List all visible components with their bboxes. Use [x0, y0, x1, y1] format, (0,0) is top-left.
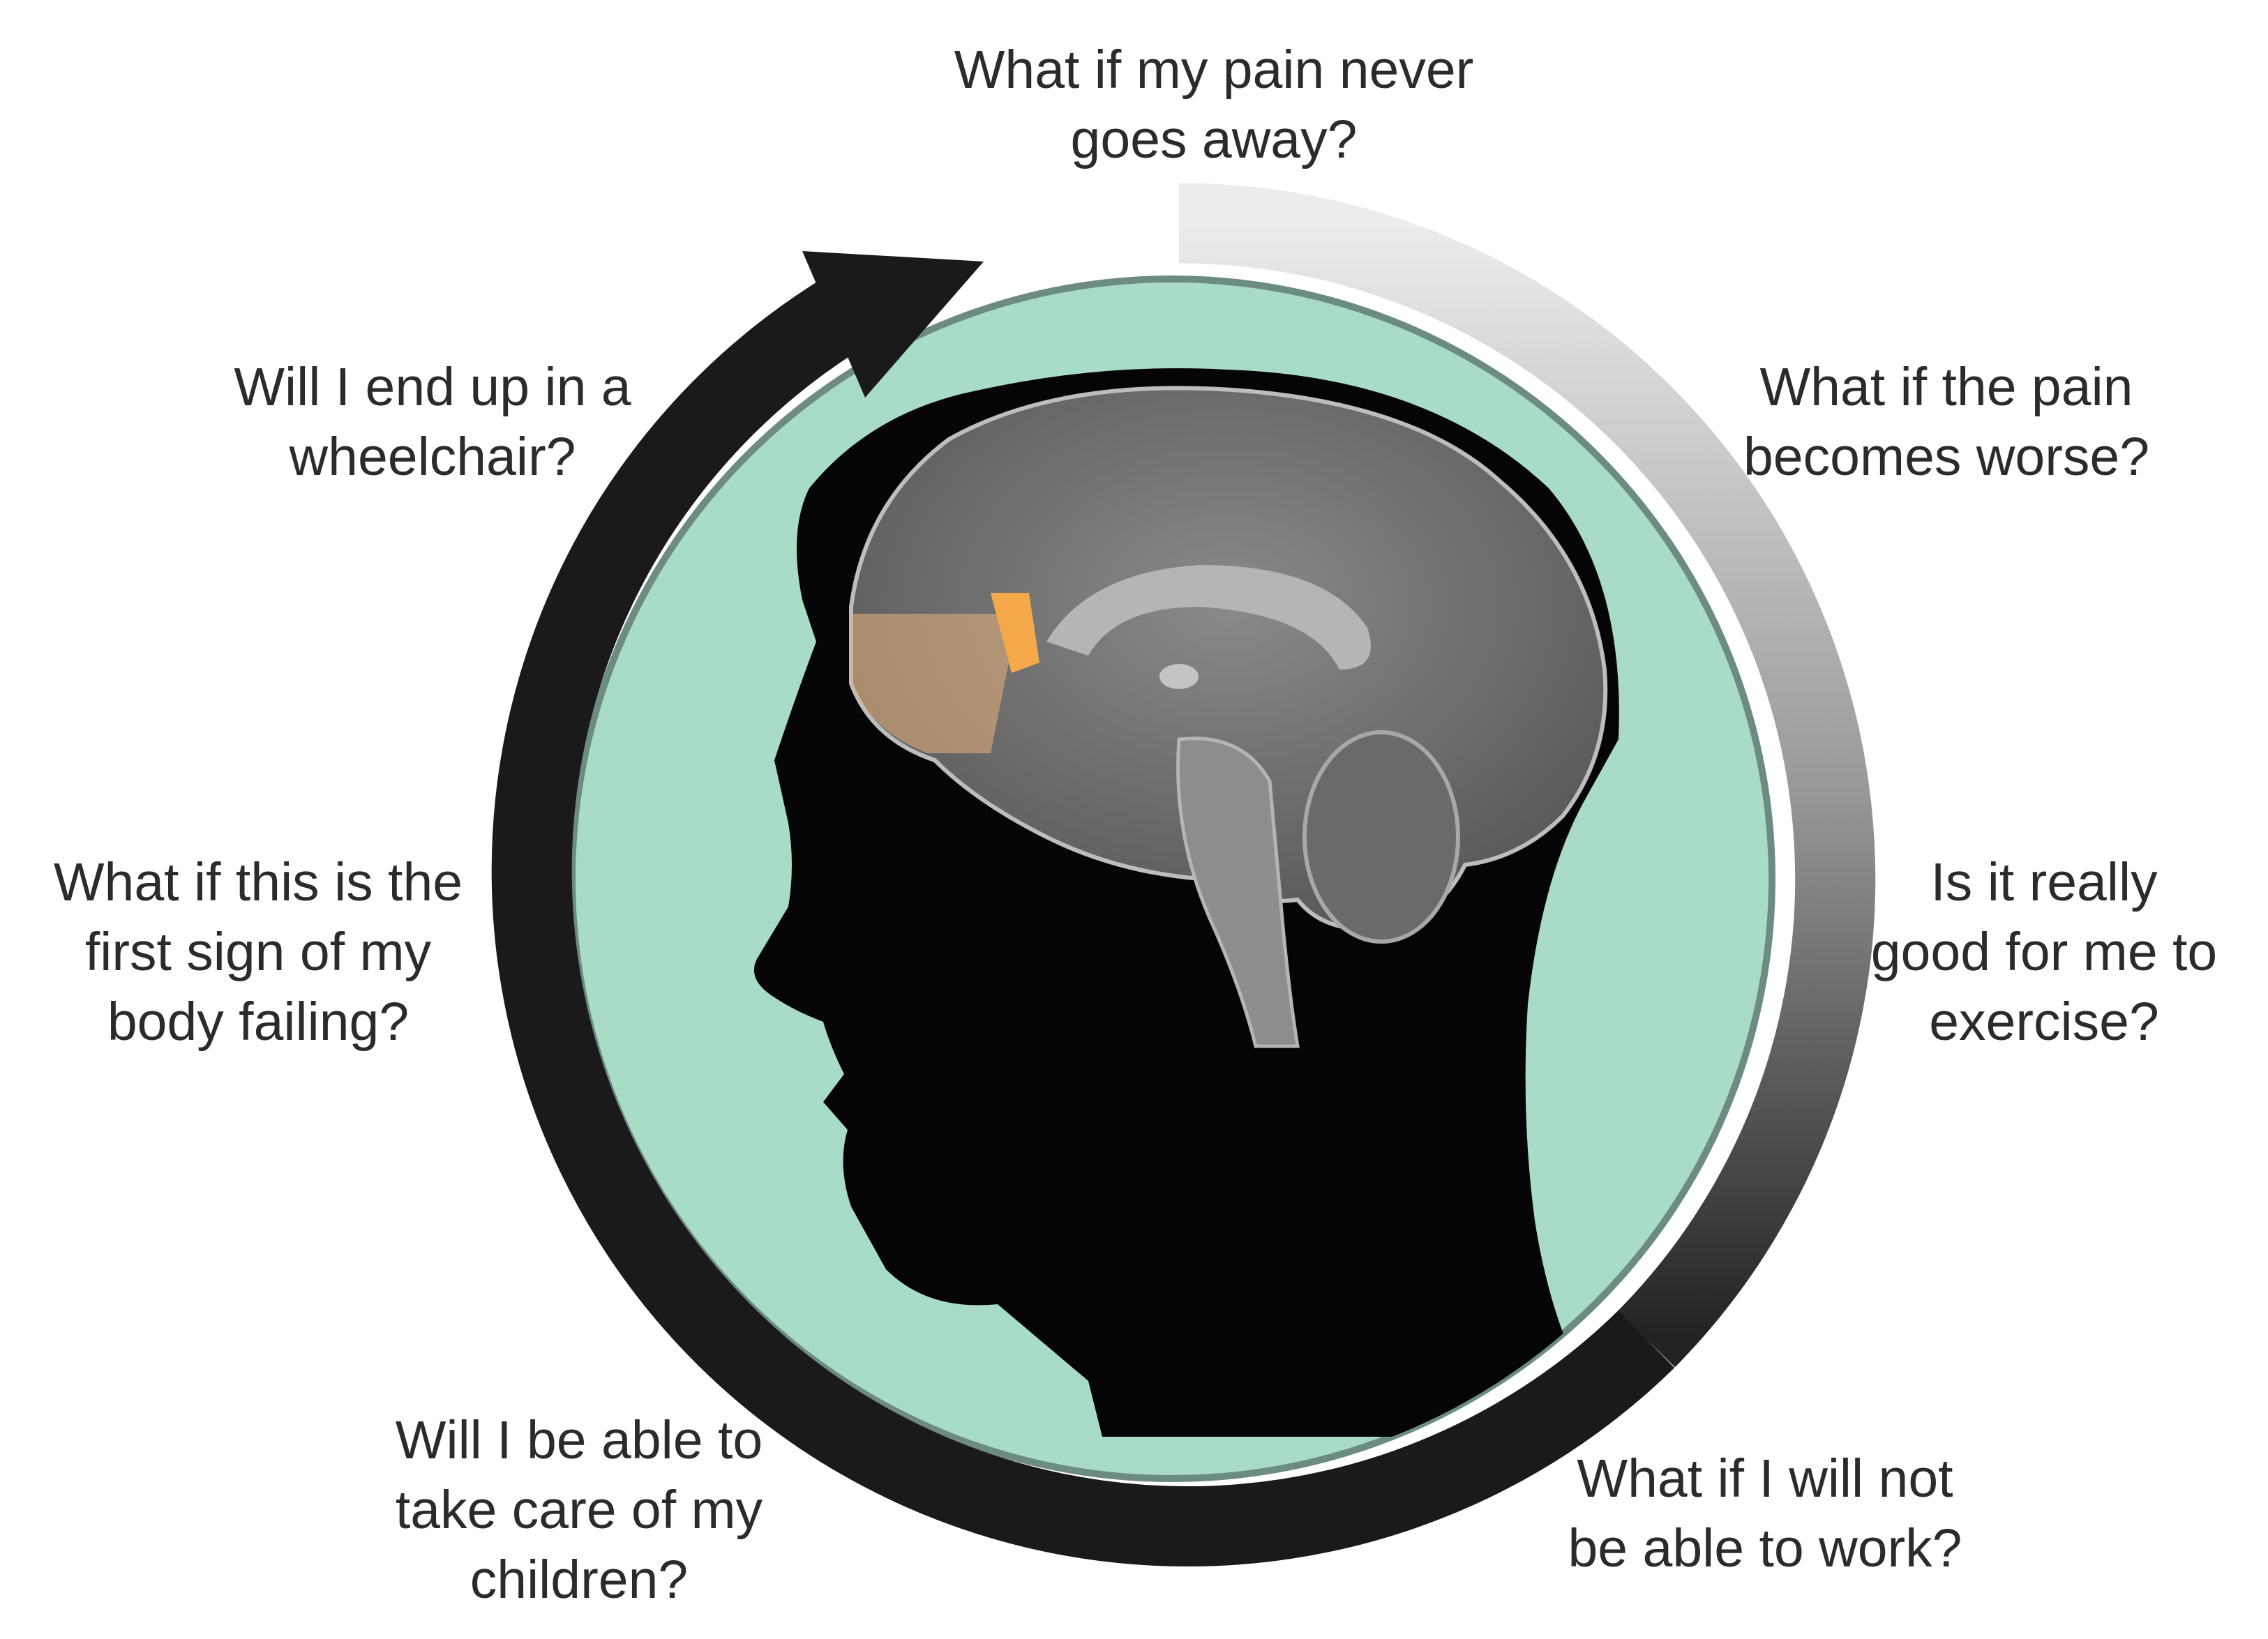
question-upper-right: What if the pain becomes worse?: [1743, 357, 2150, 487]
cerebellum: [1302, 730, 1460, 944]
question-top: What if my pain never goes away?: [954, 40, 1474, 169]
question-left: What if this is the first sign of my bod…: [53, 852, 463, 1052]
frontal-region-highlight: [851, 614, 1019, 753]
arrow-ring-light: [1178, 183, 1876, 1368]
arrow-head-icon: [802, 251, 984, 398]
thalamus: [1159, 664, 1199, 689]
corpus-callosum: [1046, 565, 1371, 670]
prefrontal-highlight: [991, 593, 1039, 673]
question-lower-left: Will I be able to take care of my childr…: [395, 1410, 763, 1610]
question-upper-left: Will I end up in a wheelchair?: [234, 357, 631, 487]
question-lower-right: What if I will not be able to work?: [1568, 1449, 1962, 1578]
brainstem: [1176, 737, 1300, 1048]
question-right: Is it really good for me to exercise?: [1870, 852, 2218, 1052]
circle-rim: [569, 275, 1775, 1482]
arrow-ring-dark: [491, 264, 1675, 1566]
